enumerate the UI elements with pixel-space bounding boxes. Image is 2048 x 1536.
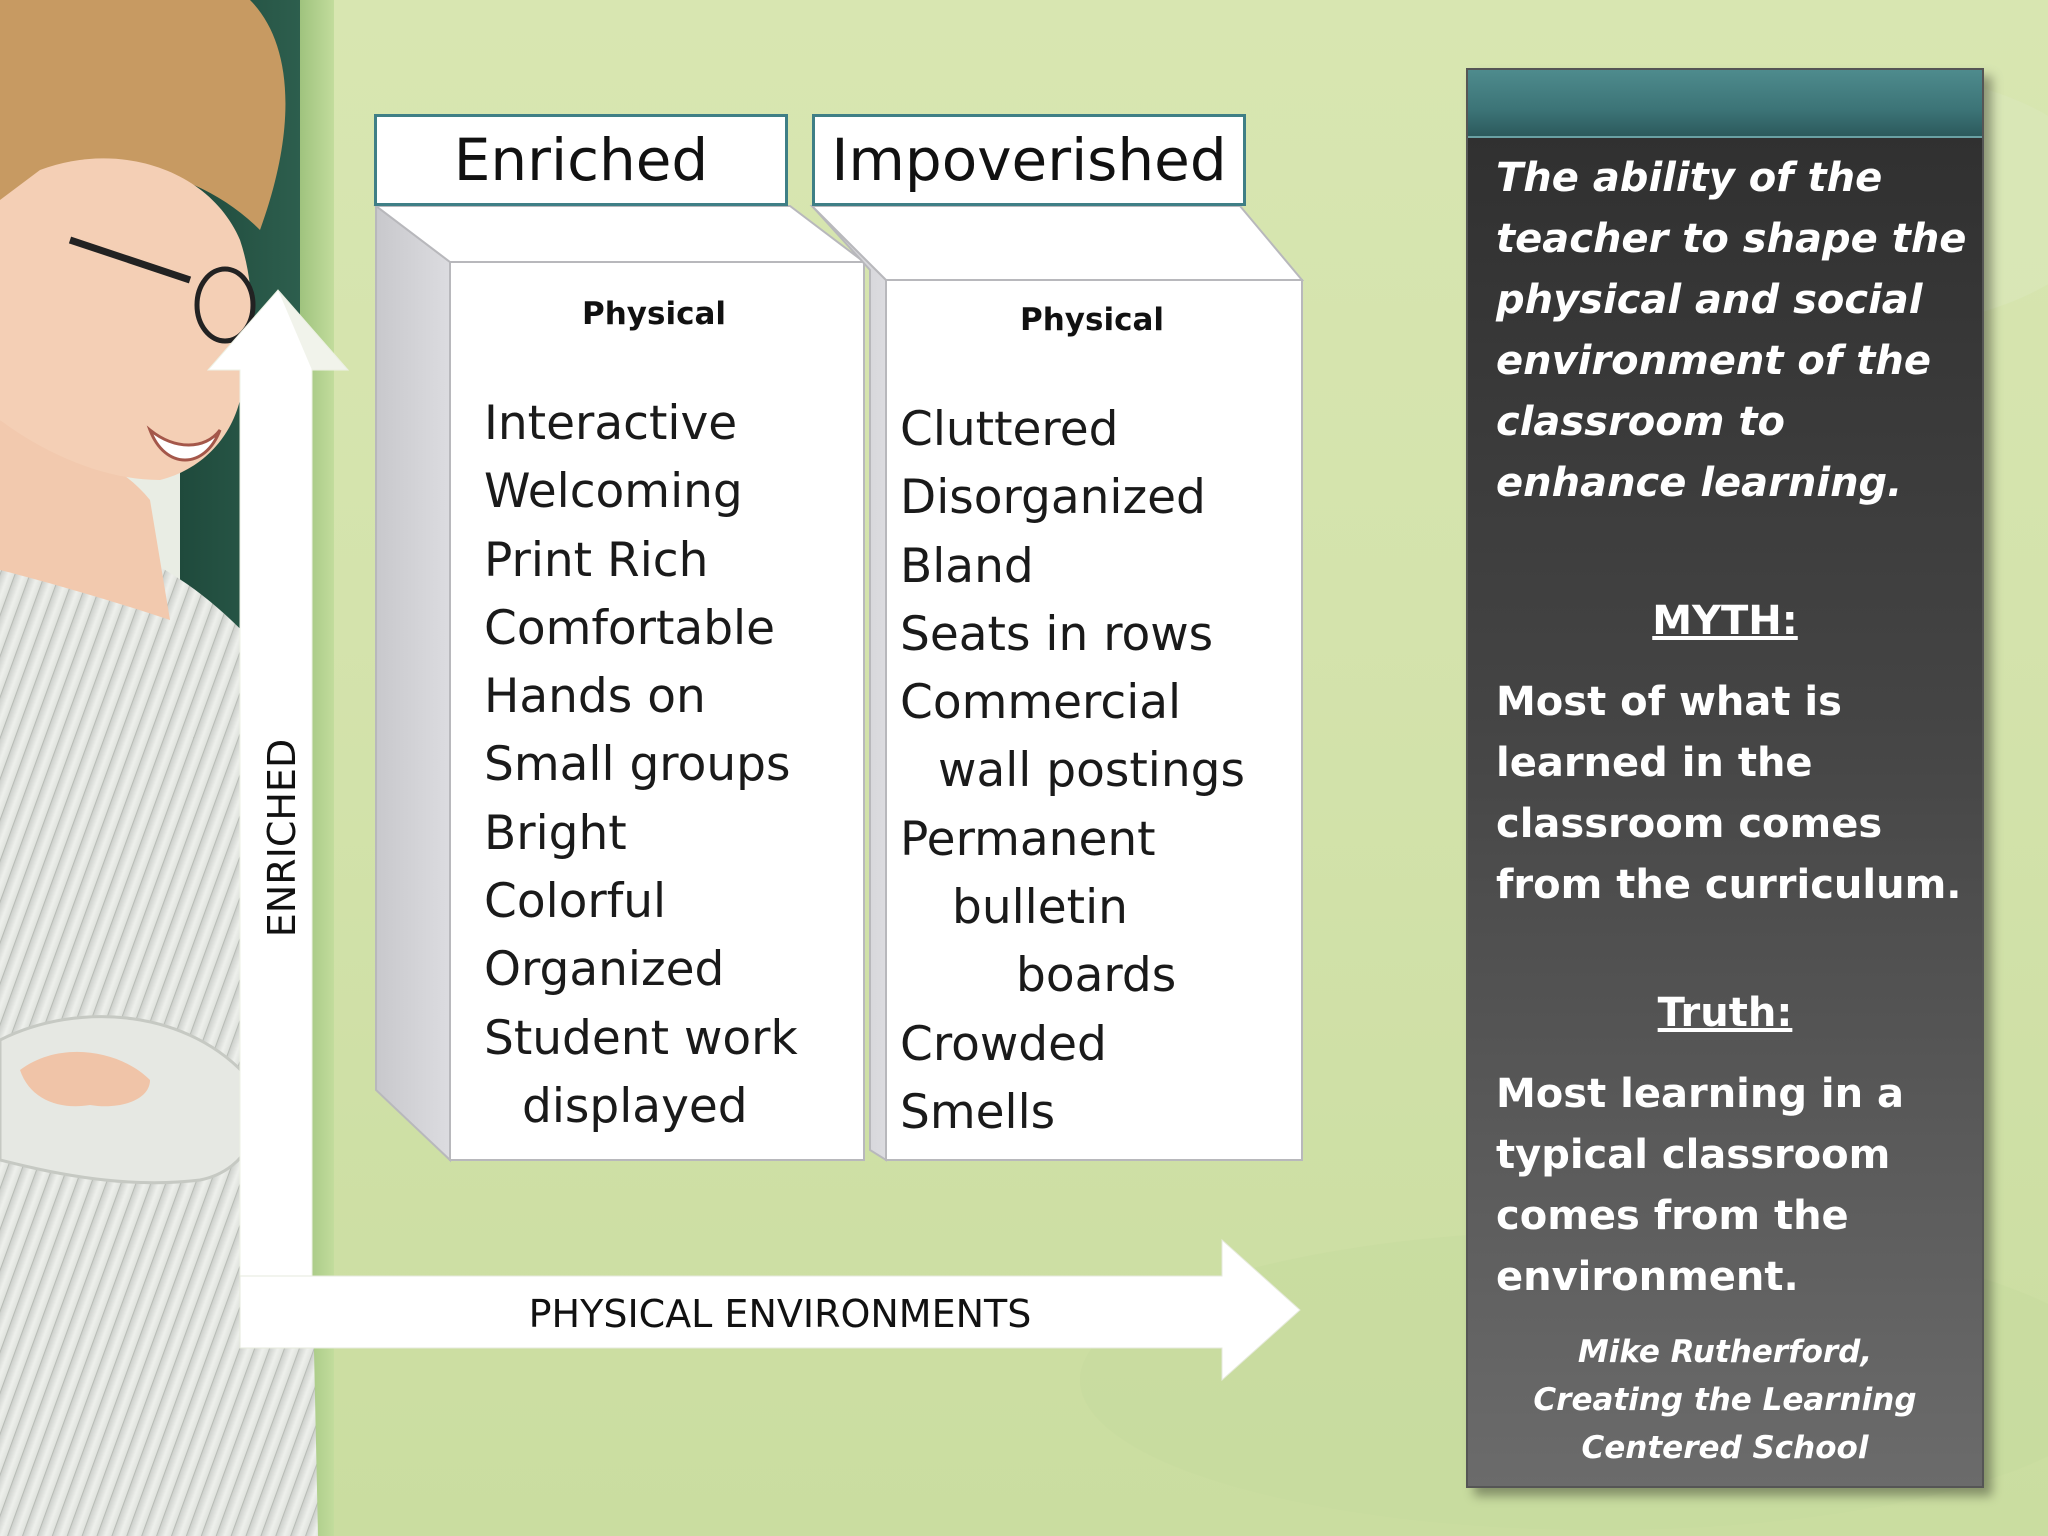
list-item: bulletin bbox=[952, 880, 1128, 936]
list-item: Organized bbox=[484, 942, 725, 998]
horizontal-axis-label: PHYSICAL ENVIRONMENTS bbox=[528, 1292, 1032, 1336]
list-item: Bland bbox=[900, 538, 1034, 594]
myth-truth-panel: The ability of the teacher to shape the … bbox=[1466, 68, 1984, 1488]
list-item: Welcoming bbox=[484, 464, 743, 520]
truth-heading: Truth: bbox=[1657, 990, 1793, 1036]
truth-text: Most learning in a typical classroom com… bbox=[1496, 1071, 1905, 1300]
list-item: Smells bbox=[900, 1084, 1056, 1140]
enriched-box bbox=[373, 203, 867, 1163]
list-item: Student work bbox=[484, 1010, 798, 1066]
impoverished-box bbox=[809, 205, 1305, 1162]
citation-line: Centered School bbox=[1581, 1430, 1869, 1466]
impoverished-header: Impoverished bbox=[812, 114, 1246, 206]
enriched-subheading: Physical bbox=[582, 296, 726, 332]
citation: Mike Rutherford, Creating the Learning C… bbox=[1468, 1328, 1982, 1472]
list-item: wall postings bbox=[938, 743, 1245, 799]
list-item: Colorful bbox=[484, 874, 667, 930]
myth-text: Most of what is learned in the classroom… bbox=[1496, 679, 1962, 908]
list-item: Interactive bbox=[484, 396, 738, 451]
citation-line: Creating the Learning bbox=[1533, 1382, 1917, 1418]
list-item: Crowded bbox=[900, 1016, 1107, 1072]
list-item: Seats in rows bbox=[900, 606, 1214, 662]
enriched-header: Enriched bbox=[374, 114, 788, 206]
list-item: Hands on bbox=[484, 669, 706, 725]
citation-line: Mike Rutherford, bbox=[1577, 1334, 1873, 1370]
horizontal-arrow bbox=[239, 1238, 1301, 1382]
list-item: Commercial bbox=[900, 675, 1182, 731]
panel-lead-text: The ability of the teacher to shape the … bbox=[1496, 155, 1967, 506]
list-item: Bright bbox=[484, 805, 627, 861]
list-item: displayed bbox=[522, 1078, 748, 1134]
list-item: boards bbox=[1016, 948, 1177, 1004]
vertical-axis-label: ENRICHED bbox=[260, 738, 304, 938]
impoverished-subheading: Physical bbox=[1020, 302, 1164, 338]
vertical-arrow bbox=[206, 289, 350, 1297]
list-item: Print Rich bbox=[484, 532, 709, 588]
panel-header-band bbox=[1468, 70, 1982, 138]
list-item: Disorganized bbox=[900, 470, 1206, 526]
list-item: Permanent bbox=[900, 811, 1156, 867]
list-item: Small groups bbox=[484, 737, 791, 793]
list-item: Comfortable bbox=[484, 600, 776, 656]
myth-heading: MYTH: bbox=[1652, 598, 1798, 644]
list-item: Cluttered bbox=[900, 402, 1119, 457]
